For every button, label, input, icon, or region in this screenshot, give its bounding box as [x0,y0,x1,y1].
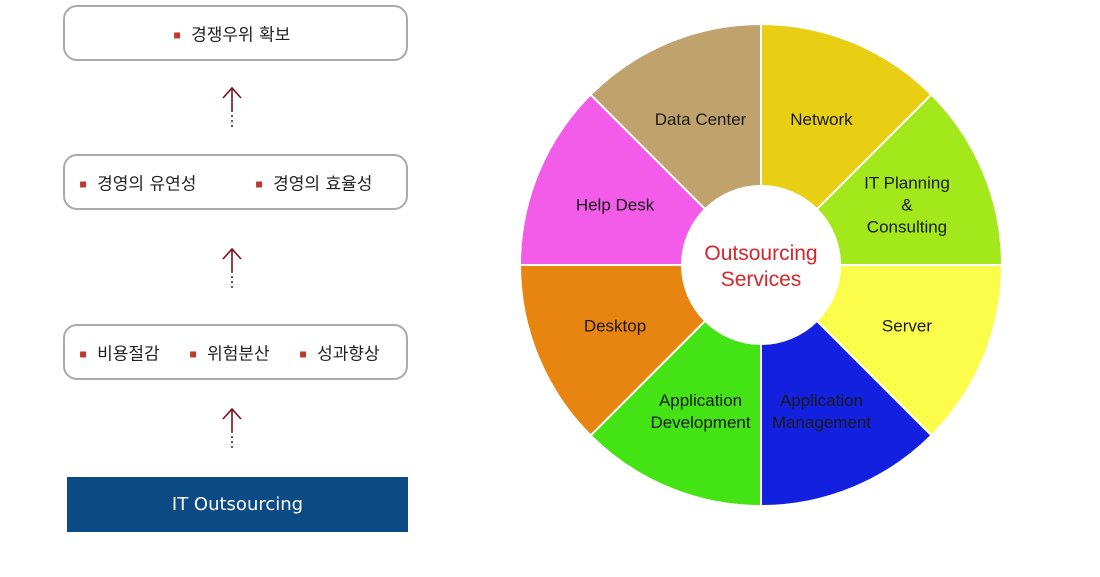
benefit-item-efficiency: ▪ 경영의 효율성 [255,170,372,195]
wheel-labels: Network IT Planning&ConsultingServerAppli… [576,110,950,432]
wheel-segment-label: Desktop [584,316,646,335]
bullet-icon: ▪ [255,176,264,191]
it-outsourcing-base: IT Outsourcing [67,477,408,532]
benefit-text: 경영의 효율성 [273,174,373,195]
bullet-icon: ▪ [189,346,198,361]
effect-text: 비용절감 [97,344,160,365]
wheel-segment-label: Server [882,316,932,335]
up-arrow-icon [222,247,242,291]
wheel-center-circle [681,185,841,345]
effect-box: ▪ 비용절감 ▪ 위험분산 ▪ 성과향상 [63,324,408,380]
up-arrow-icon [222,407,242,451]
wheel-segment-label: Network [790,110,853,129]
wheel-segment-label: Help Desk [576,196,655,215]
benefit-text: 경영의 유연성 [97,174,197,195]
benefit-box-management: ▪ 경영의 유연성 ▪ 경영의 효율성 [63,154,408,210]
outsourcing-services-wheel: Network IT Planning&ConsultingServerAppli… [518,22,1004,508]
goal-item: ▪ 경쟁우위 확보 [173,21,290,46]
wheel-segment-label: IT Planning&Consulting [864,174,950,237]
bullet-icon: ▪ [299,346,308,361]
up-arrow-icon [222,86,242,130]
goal-text: 경쟁우위 확보 [191,25,291,46]
effect-item-performance: ▪ 성과향상 [299,340,380,365]
benefit-item-flexibility: ▪ 경영의 유연성 [79,170,196,195]
effect-text: 성과향상 [317,344,380,365]
goal-box-competitive-advantage: ▪ 경쟁우위 확보 [63,5,408,61]
bullet-icon: ▪ [79,346,88,361]
wheel-segment-label: Data Center [655,110,747,129]
bullet-icon: ▪ [173,27,182,42]
effect-item-cost: ▪ 비용절감 [79,340,160,365]
base-label: IT Outsourcing [171,494,304,515]
effect-item-risk: ▪ 위험분산 [189,340,270,365]
bullet-icon: ▪ [79,176,88,191]
effect-text: 위험분산 [207,344,270,365]
